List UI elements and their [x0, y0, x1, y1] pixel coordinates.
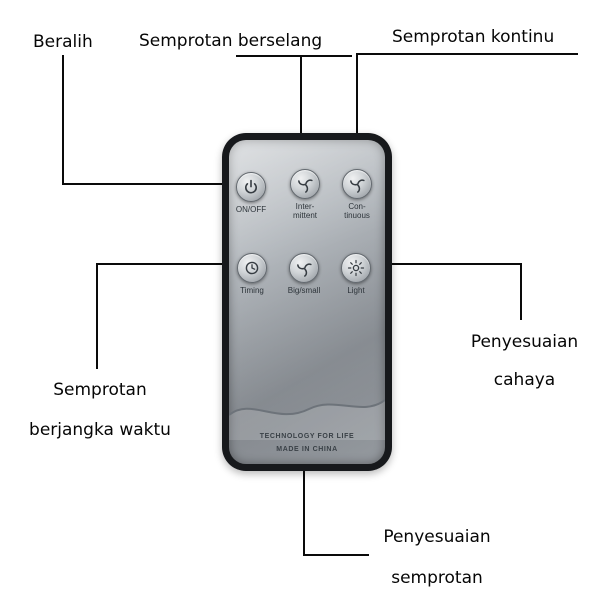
onoff-button-label: ON/OFF: [235, 205, 267, 214]
leader-line-timing-horizontal: [96, 263, 238, 265]
callout-intermittent-spray-label: Semprotan berselang: [139, 31, 323, 51]
bigsmall-button-group: Big/small: [276, 253, 332, 295]
remote-face: ON/OFF Inter- mittent: [229, 140, 385, 464]
intermittent-button-label: Inter- mittent: [292, 202, 317, 220]
continuous-button-group: Con- tinuous: [329, 169, 385, 220]
wave-decoration: [229, 399, 385, 440]
leader-line-intermittent-underline: [236, 55, 352, 57]
onoff-button-group: ON/OFF: [229, 172, 279, 214]
callout-spray-adjustment-line1: Penyesuaian: [383, 527, 491, 547]
sun-icon: [347, 259, 365, 277]
remote-control: ON/OFF Inter- mittent: [222, 133, 392, 471]
bigsmall-button-label: Big/small: [287, 286, 321, 295]
light-button[interactable]: [341, 253, 371, 283]
leader-line-continuous-vertical: [356, 53, 358, 167]
leader-line-onoff-horizontal: [62, 183, 230, 185]
intermittent-button[interactable]: [290, 169, 320, 199]
clock-icon: [245, 261, 259, 275]
timing-button-label: Timing: [240, 286, 264, 295]
callout-spray-adjustment-label: Penyesuaian semprotan: [363, 517, 511, 599]
remote-footer-text: TECHNOLOGY FOR LIFE MADE IN CHINA: [229, 430, 385, 456]
footer-line-made-in-china: MADE IN CHINA: [276, 446, 338, 453]
bigsmall-button[interactable]: [289, 253, 319, 283]
callout-light-adjustment-line1: Penyesuaian: [470, 332, 579, 352]
leader-line-spray-horizontal: [303, 554, 369, 556]
leader-line-light-vertical: [520, 263, 522, 320]
leader-line-light-horizontal: [371, 263, 522, 265]
callout-timed-spray-label: Semprotan berjangka waktu: [15, 370, 185, 450]
callout-light-adjustment-line2: cahaya: [493, 370, 556, 390]
callout-timed-spray-line2: berjangka waktu: [29, 420, 171, 440]
light-button-group: Light: [328, 253, 384, 295]
power-icon: [245, 179, 257, 194]
footer-line-technology: TECHNOLOGY FOR LIFE: [259, 433, 355, 440]
onoff-button[interactable]: [236, 172, 266, 202]
mist-swirl-icon: [349, 178, 365, 193]
leader-line-timing-vertical: [96, 263, 98, 369]
light-button-label: Light: [347, 286, 365, 295]
leader-line-continuous-underline: [356, 53, 578, 55]
callout-timed-spray-line1: Semprotan: [53, 380, 147, 400]
callout-continuous-spray-label: Semprotan kontinu: [392, 27, 555, 47]
leader-line-onoff-vertical: [62, 55, 64, 185]
mist-swirl-icon: [297, 178, 313, 193]
continuous-button-label: Con- tinuous: [344, 202, 370, 220]
leader-line-intermittent-vertical: [300, 55, 302, 167]
callout-light-adjustment-label: Penyesuaian cahaya: [452, 323, 597, 399]
intermittent-button-group: Inter- mittent: [277, 169, 333, 220]
mist-swirl-icon: [296, 262, 312, 277]
continuous-button[interactable]: [342, 169, 372, 199]
callout-spray-adjustment-line2: semprotan: [391, 568, 483, 588]
callout-beralih-label: Beralih: [33, 32, 93, 52]
timing-button[interactable]: [237, 253, 267, 283]
timing-button-group: Timing: [229, 253, 280, 295]
